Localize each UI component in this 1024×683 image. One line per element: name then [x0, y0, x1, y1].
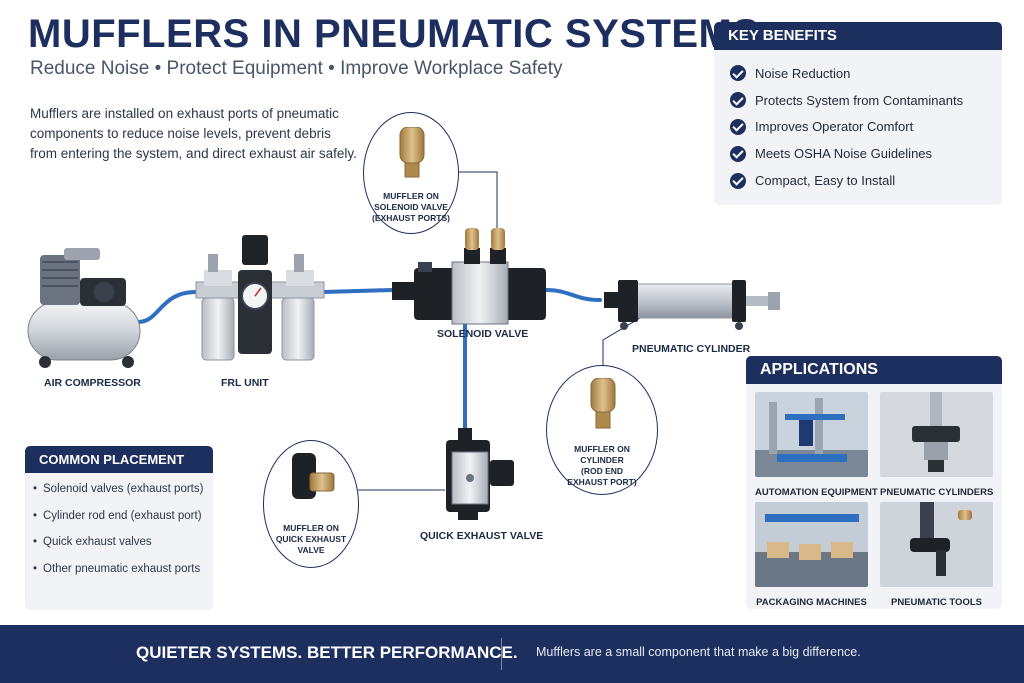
benefit-item: Noise Reduction	[714, 60, 1002, 87]
benefit-item: Protects System from Contaminants	[714, 87, 1002, 114]
page-subtitle: Reduce Noise • Protect Equipment • Impro…	[30, 58, 563, 79]
black-muffler-icon	[292, 453, 335, 499]
application-tile: AUTOMATION EQUIPMENT	[755, 392, 878, 498]
pneumatic-cylinders-image	[880, 392, 993, 477]
pneumatic-tools-image	[880, 502, 993, 587]
air-hose	[136, 288, 602, 434]
banner-tagline: Mufflers are a small component that make…	[536, 645, 861, 659]
pneumatic-cylinder-label: PNEUMATIC CYLINDER	[632, 343, 751, 355]
applications-heading: APPLICATIONS	[746, 356, 1002, 384]
check-circle-icon	[730, 118, 746, 135]
quick-exhaust-muffler-callout: MUFFLER ON QUICK EXHAUST VALVE	[263, 440, 359, 568]
packaging-machines-image	[755, 502, 868, 587]
check-circle-icon	[730, 92, 746, 109]
solenoid-valve-label: SOLENOID VALVE	[437, 328, 529, 340]
cylinder-muffler-callout: MUFFLER ON CYLINDER (ROD END EXHAUST POR…	[546, 365, 658, 495]
application-tile: PNEUMATIC CYLINDERS	[880, 392, 993, 498]
bronze-muffler-icon	[399, 127, 425, 178]
check-circle-icon	[730, 145, 746, 162]
quick-exhaust-valve-label: QUICK EXHAUST VALVE	[420, 530, 544, 542]
pneumatic-cylinder-illustration	[604, 280, 780, 330]
solenoid-valve-illustration	[392, 228, 546, 325]
benefit-item: Improves Operator Comfort	[714, 114, 1002, 141]
banner-divider	[501, 638, 502, 670]
banner-headline: QUIETER SYSTEMS. BETTER PERFORMANCE.	[136, 643, 518, 662]
application-label: PACKAGING MACHINES	[756, 597, 867, 608]
benefit-item: Meets OSHA Noise Guidelines	[714, 140, 1002, 167]
application-tile: PACKAGING MACHINES	[755, 502, 868, 608]
callout-label: MUFFLER ON QUICK EXHAUST VALVE	[275, 523, 347, 555]
bottom-banner: QUIETER SYSTEMS. BETTER PERFORMANCE. Muf…	[0, 625, 1024, 683]
frl-unit-illustration	[195, 235, 325, 361]
common-placement-card: COMMON PLACEMENT Solenoid valves (exhaus…	[25, 446, 213, 610]
application-label: PNEUMATIC TOOLS	[891, 597, 982, 608]
key-benefits-card: KEY BENEFITS Noise Reduction Protects Sy…	[714, 22, 1002, 205]
check-circle-icon	[730, 172, 746, 189]
placement-item: Cylinder rod end (exhaust port)	[25, 510, 213, 537]
frl-unit-label: FRL UNIT	[221, 377, 269, 389]
air-compressor-illustration	[27, 248, 141, 368]
common-placement-heading: COMMON PLACEMENT	[25, 446, 213, 473]
placement-item: Other pneumatic exhaust ports	[25, 563, 213, 590]
application-label: PNEUMATIC CYLINDERS	[880, 487, 994, 498]
callout-label: MUFFLER ON SOLENOID VALVE (EXHAUST PORTS…	[372, 191, 450, 223]
applications-card: APPLICATIONS AUTOMATION EQUIPMENT PNEUMA…	[746, 356, 1002, 609]
automation-equipment-image	[755, 392, 868, 477]
intro-text: Mufflers are installed on exhaust ports …	[30, 106, 357, 161]
air-compressor-label: AIR COMPRESSOR	[44, 377, 141, 389]
check-circle-icon	[730, 65, 746, 82]
key-benefits-heading: KEY BENEFITS	[714, 22, 1002, 50]
benefit-item: Compact, Easy to Install	[714, 167, 1002, 194]
application-tile: PNEUMATIC TOOLS	[880, 502, 993, 608]
placement-item: Quick exhaust valves	[25, 536, 213, 563]
bronze-muffler-icon	[590, 378, 616, 429]
page-title: MUFFLERS IN PNEUMATIC SYSTEMS	[28, 12, 760, 56]
solenoid-muffler-callout: MUFFLER ON SOLENOID VALVE (EXHAUST PORTS…	[363, 112, 459, 234]
quick-exhaust-valve-illustration	[446, 428, 514, 520]
application-label: AUTOMATION EQUIPMENT	[755, 487, 878, 498]
placement-item: Solenoid valves (exhaust ports)	[25, 483, 213, 510]
callout-label: MUFFLER ON CYLINDER (ROD END EXHAUST POR…	[567, 444, 637, 487]
